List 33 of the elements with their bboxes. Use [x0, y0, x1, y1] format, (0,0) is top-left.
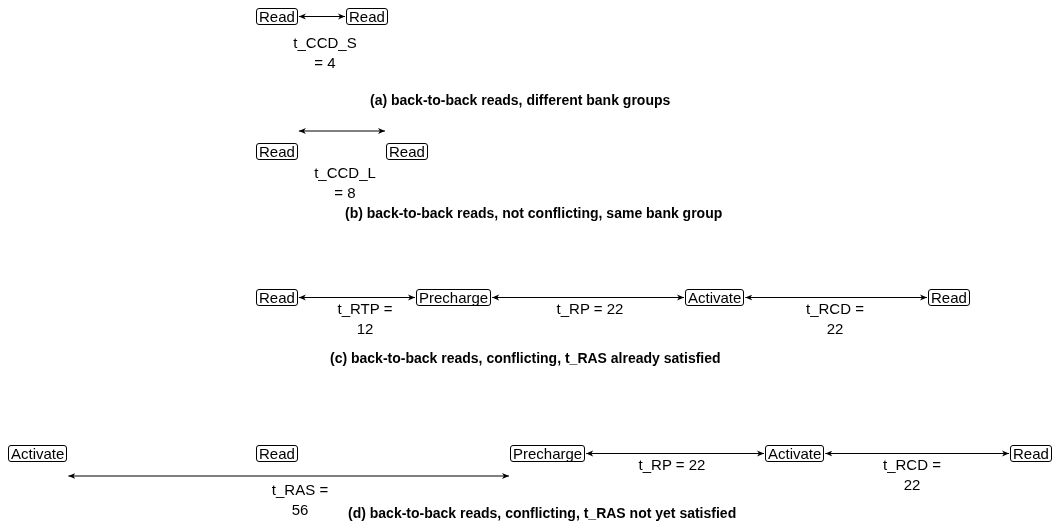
caption: (d) back-to-back reads, conflicting, t_RAS not yet satisfied: [348, 505, 737, 521]
double-arrow: [298, 128, 386, 134]
edge-label: t_RCD = 22: [882, 455, 942, 495]
command-box: Precharge: [416, 289, 492, 306]
double-arrow: [824, 450, 1010, 457]
edge-label: t_RCD = 22: [805, 299, 865, 339]
double-arrow: [491, 294, 685, 301]
double-arrow: [298, 294, 416, 301]
double-arrow: [67, 473, 510, 479]
command-box: Activate: [765, 445, 825, 462]
command-box: Read: [256, 445, 298, 462]
command-box: Read: [256, 8, 298, 25]
edge-label: t_CCD_S = 4: [292, 33, 358, 73]
edge-label: t_RTP = 12: [336, 299, 394, 339]
double-arrow: [298, 13, 346, 20]
command-box: Read: [386, 143, 428, 160]
command-box: Read: [928, 289, 970, 306]
caption: (a) back-to-back reads, different bank groups: [370, 92, 671, 108]
edge-label: t_CCD_L = 8: [313, 163, 377, 203]
caption: (b) back-to-back reads, not conflicting, same bank group: [345, 205, 723, 221]
command-box: Activate: [685, 289, 745, 306]
command-box: Read: [346, 8, 388, 25]
command-box: Precharge: [510, 445, 586, 462]
command-box: Read: [256, 289, 298, 306]
edge-label: t_RP = 22: [555, 299, 625, 319]
command-box: Activate: [8, 445, 68, 462]
command-box: Read: [1010, 445, 1052, 462]
edge-label: t_RP = 22: [637, 455, 707, 475]
double-arrow: [744, 294, 928, 301]
command-box: Read: [256, 143, 298, 160]
caption: (c) back-to-back reads, conflicting, t_RAS already satisfied: [330, 350, 721, 366]
edge-label: t_RAS = 56: [270, 480, 330, 520]
double-arrow: [585, 450, 765, 457]
